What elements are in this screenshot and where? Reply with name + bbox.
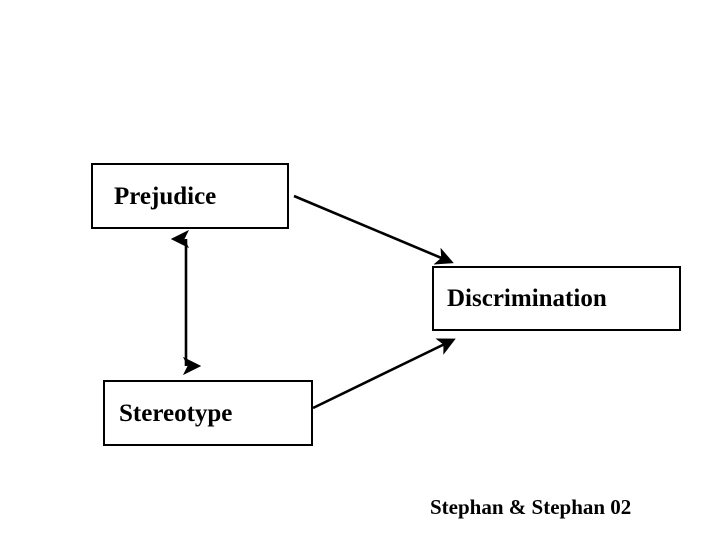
connector-stereotype-discrimination: [312, 338, 456, 410]
node-stereotype[interactable]: Stereotype: [103, 380, 313, 446]
connector-prejudice-discrimination: [293, 194, 454, 265]
node-prejudice-label: Prejudice: [114, 182, 217, 210]
node-prejudice[interactable]: Prejudice: [91, 163, 289, 229]
node-stereotype-label: Stereotype: [119, 399, 233, 427]
node-discrimination[interactable]: Discrimination: [432, 266, 681, 331]
citation-text: Stephan & Stephan 02: [430, 495, 632, 519]
node-discrimination-label: Discrimination: [447, 285, 607, 312]
